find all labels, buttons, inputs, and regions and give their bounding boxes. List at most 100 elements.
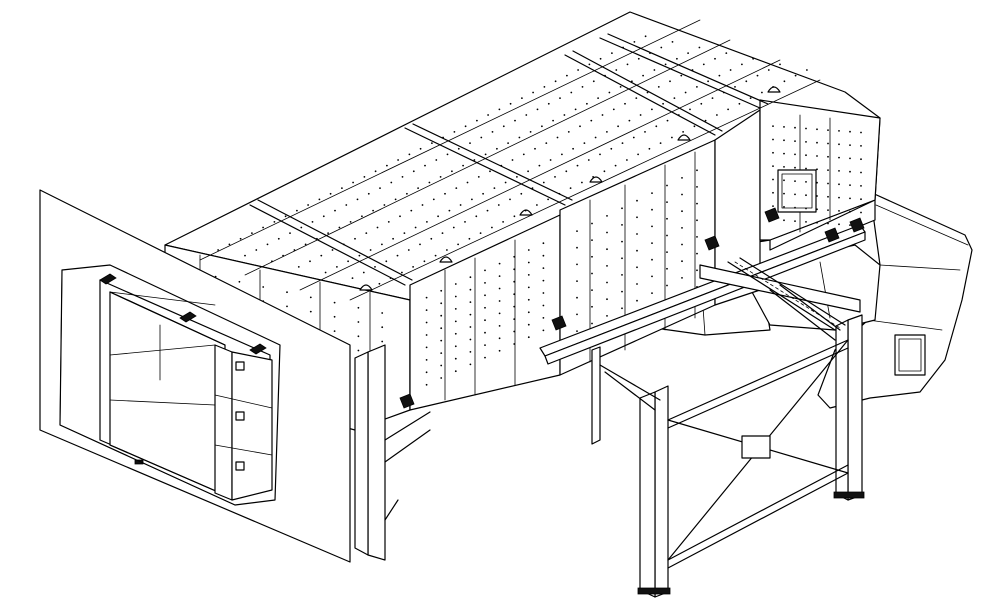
rivet-dot	[554, 80, 557, 83]
rivet-dot	[606, 231, 608, 234]
rivet-dot	[498, 337, 501, 340]
rivet-dot	[816, 208, 818, 211]
rivet-pattern	[190, 35, 862, 414]
rivet-dot	[651, 275, 653, 278]
rivet-dot	[444, 192, 446, 195]
rivet-dot	[238, 280, 241, 283]
rivet-dot	[341, 187, 343, 190]
rivet-dot	[827, 169, 829, 172]
rivet-dot	[579, 125, 581, 128]
rivet-dot	[369, 249, 372, 251]
rivet-dot	[425, 359, 428, 361]
rivet-dot	[576, 313, 578, 316]
rivet-dot	[469, 301, 472, 303]
rivet-dot	[633, 41, 636, 43]
rivet-dot	[756, 74, 759, 77]
rivet-dot	[401, 176, 404, 178]
rivet-dot	[425, 383, 428, 386]
rivet-dot	[542, 242, 545, 245]
rivet-dot	[455, 187, 458, 190]
rivet-dot	[591, 289, 593, 291]
rivet-dot	[386, 164, 388, 167]
rivet-dot	[860, 198, 862, 201]
rivet-dot	[666, 201, 668, 204]
rivet-dot	[565, 170, 568, 173]
rivet-dot	[619, 86, 622, 88]
rivet-dot	[469, 326, 472, 328]
support-leg	[654, 385, 669, 598]
rivet-dot	[454, 308, 457, 310]
rivet-dot	[649, 52, 651, 54]
rivet-dot	[547, 102, 550, 105]
rivet-dot	[549, 159, 552, 161]
rivet-dot	[316, 237, 318, 240]
rivet-dot	[536, 204, 538, 206]
rivet-dot	[324, 271, 327, 274]
rivet-dot	[827, 155, 829, 158]
rivet-dot	[599, 153, 601, 156]
rivet-dot	[687, 52, 689, 54]
rivet-dot	[286, 291, 288, 294]
rivet-dot	[689, 108, 691, 111]
rivet-dot	[636, 216, 638, 219]
rivet-dot	[396, 254, 399, 257]
rivet-dot	[772, 151, 774, 154]
rivet-dot	[666, 184, 668, 187]
rivet-dot	[615, 69, 618, 71]
rivet-dot	[333, 315, 336, 318]
rivet-dot	[637, 57, 640, 60]
rivet-dot	[491, 226, 493, 229]
rivet-dot	[651, 292, 653, 294]
rivet-dot	[849, 184, 851, 187]
rivet-dot	[587, 159, 590, 161]
rivet-dot	[805, 194, 807, 197]
rivet-dot	[849, 144, 851, 147]
rivet-dot	[484, 294, 486, 297]
rivet-dot	[244, 254, 246, 257]
rivet-dot	[469, 351, 472, 353]
rivet-dot	[662, 102, 664, 105]
rivet-dot	[621, 240, 623, 243]
rivet-dot	[827, 142, 829, 145]
rivet-dot	[636, 283, 638, 285]
rivet-dot	[794, 220, 796, 223]
lifting-lug	[767, 86, 781, 93]
rivet-dot	[381, 326, 384, 329]
rivet-dot	[666, 119, 669, 122]
rivet-dot	[426, 221, 428, 223]
rivet-dot	[545, 142, 548, 145]
rivet-dot	[693, 125, 696, 128]
rivet-dot	[783, 179, 785, 182]
rivet-dot	[425, 371, 428, 374]
rivet-dot	[473, 159, 476, 161]
rivet-dot	[538, 164, 541, 167]
rivet-dot	[849, 130, 851, 133]
rivet-dot	[718, 74, 721, 77]
rivet-dot	[392, 237, 394, 240]
rivet-dot	[361, 215, 363, 218]
rivet-dot	[401, 271, 403, 274]
rivet-dot	[696, 186, 698, 188]
rivet-dot	[576, 246, 578, 249]
rivet-dot	[655, 125, 658, 128]
rivet-dot	[542, 304, 545, 307]
rivet-dot	[816, 128, 818, 131]
rivet-dot	[457, 243, 459, 246]
rivet-dot	[566, 74, 568, 77]
rivet-dot	[440, 377, 443, 379]
rivet-dot	[484, 356, 486, 359]
rivet-dot	[513, 280, 516, 283]
rivet-dot	[471, 198, 473, 201]
rivet-dot	[412, 170, 415, 173]
rivet-dot	[542, 279, 545, 282]
rivet-dot	[651, 242, 653, 245]
rivet-dot	[696, 252, 698, 255]
rivet-dot	[440, 327, 443, 330]
rivet-dot	[563, 114, 566, 116]
rivet-dot	[543, 86, 546, 88]
rivet-dot	[320, 254, 323, 257]
rivet-dot	[671, 41, 674, 43]
rivet-dot	[783, 219, 785, 222]
rivet-dot	[767, 69, 770, 71]
rivet-dot	[794, 193, 796, 196]
